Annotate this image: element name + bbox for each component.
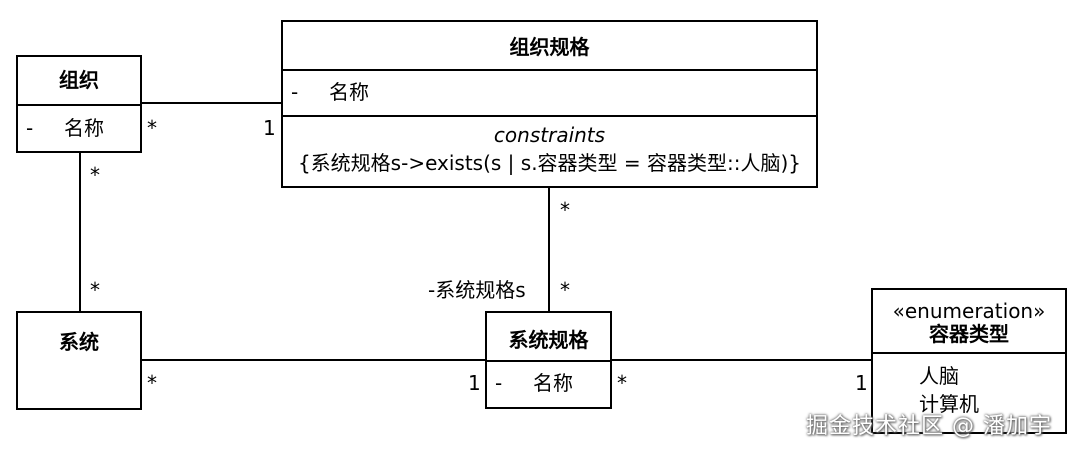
class-system[interactable]: 系统 [16, 311, 142, 410]
class-org-spec-constraints: constraints {系统规格s->exists(s | s.容器类型 = … [283, 115, 816, 177]
mult-sysspec-container-container: 1 [855, 371, 868, 395]
watermark: 掘金技术社区 @ 潘加宇 [806, 414, 1052, 439]
class-system-name: 系统 [59, 330, 99, 354]
attr-visibility: - [291, 80, 299, 104]
attr-visibility: - [495, 371, 503, 395]
mult-org-orgspec-spec: 1 [263, 116, 276, 140]
enum-literal: 计算机 [919, 392, 979, 416]
class-org-spec-attrs: - 名称 [283, 69, 816, 115]
class-org-attrs: - 名称 [18, 104, 140, 153]
enum-literal: 人脑 [919, 364, 959, 388]
mult-org-system-org: * [90, 163, 100, 187]
mult-orgspec-sysspec-sysspec: * [560, 278, 570, 302]
constraint-expression: {系统规格s->exists(s | s.容器类型 = 容器类型::人脑)} [297, 151, 802, 175]
attr-visibility: - [26, 116, 34, 140]
role-sysspecs: -系统规格s [428, 278, 526, 302]
enum-literals: 人脑 计算机 [873, 352, 1065, 418]
mult-orgspec-sysspec-orgspec: * [560, 198, 570, 222]
mult-system-sysspec-sysspec: 1 [468, 371, 481, 395]
mult-system-sysspec-system: * [147, 371, 157, 395]
attr-name: 名称 [329, 80, 369, 104]
constraints-heading: constraints [493, 123, 606, 147]
class-sys-spec[interactable]: 系统规格 - 名称 [485, 311, 612, 409]
enum-stereotype: «enumeration» [892, 299, 1046, 323]
class-org-spec-name: 组织规格 [509, 35, 590, 59]
class-org-spec[interactable]: 组织规格 - 名称 constraints {系统规格s->exists(s |… [281, 20, 818, 188]
attr-name: 名称 [64, 116, 104, 140]
class-container-type[interactable]: «enumeration» 容器类型 人脑 计算机 [871, 288, 1067, 434]
attr-name: 名称 [533, 371, 573, 395]
class-org-name: 组织 [59, 68, 99, 92]
mult-sysspec-container-sysspec: * [617, 371, 627, 395]
mult-org-orgspec-org: * [147, 116, 157, 140]
class-sys-spec-name: 系统规格 [508, 328, 589, 352]
class-sys-spec-attrs: - 名称 [487, 360, 610, 409]
class-container-type-name: 容器类型 [929, 322, 1009, 346]
mult-org-system-system: * [90, 278, 100, 302]
class-org[interactable]: 组织 - 名称 [16, 55, 142, 153]
